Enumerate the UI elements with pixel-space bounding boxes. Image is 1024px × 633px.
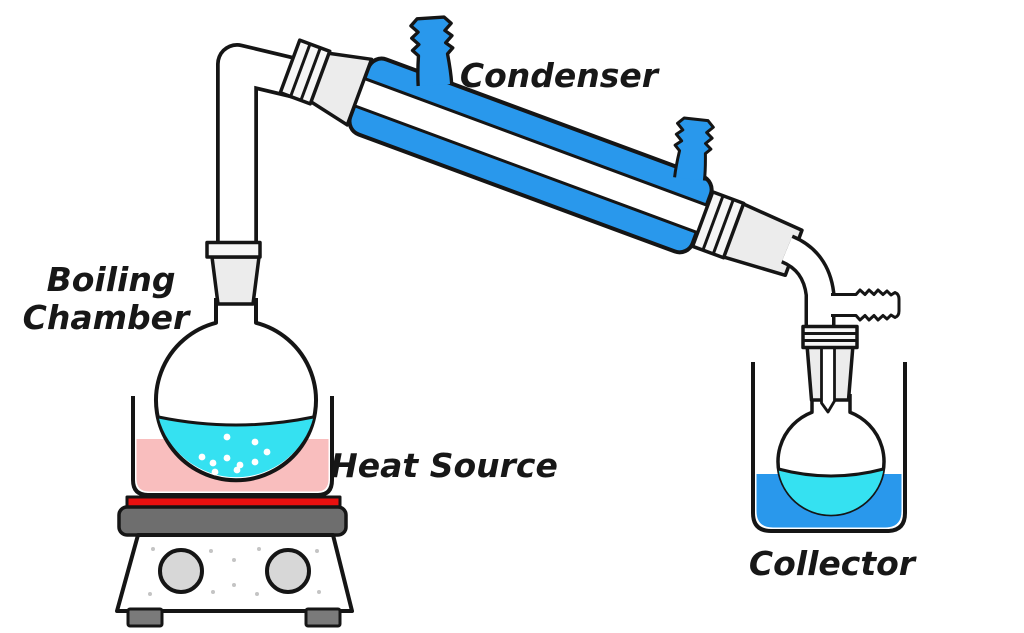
bath-outline: [131, 396, 334, 497]
boiling-flask-joint: [205, 240, 262, 306]
labels: Condenser Boiling Chamber Heat Source Co…: [23, 56, 917, 583]
collector-liquid-surface: [778, 467, 884, 478]
boiling-liquid-surface: [158, 415, 314, 427]
hot-plate-foot-right: [304, 607, 342, 628]
joint-cone: [210, 255, 261, 306]
hot-plate-knob-right[interactable]: [265, 548, 311, 594]
vacuum-adapter: [780, 234, 901, 414]
condenser: [278, 14, 804, 278]
collector-flask-liquid: [778, 469, 884, 515]
adapter-joint-ring: [801, 324, 859, 350]
water-outlet-barb: [408, 14, 457, 88]
hot-plate-body: [115, 533, 354, 613]
condenser-left-joint: [278, 38, 332, 106]
adapter-glass: [781, 237, 832, 333]
adapter-hose-barb: [831, 288, 901, 322]
hot-plate-speckles: [148, 547, 321, 596]
hot-plate-foot-left: [126, 607, 164, 628]
hot-plate-platform: [117, 505, 348, 537]
hot-plate-knob-left[interactable]: [158, 548, 204, 594]
collector-label: Collector: [749, 544, 917, 583]
collector-beaker-outline: [751, 362, 907, 533]
water-inlet-barb: [670, 115, 716, 183]
heat-source-label: Heat Source: [330, 446, 558, 485]
bubbles: [198, 433, 271, 476]
hot-plate: [115, 495, 354, 628]
condenser-label: Condenser: [460, 56, 660, 95]
condenser-right-joint: [690, 190, 746, 260]
boiling-flask: [154, 298, 318, 483]
adapter-drip-tube: [820, 340, 836, 414]
boiling-chamber-label-line2: Chamber: [23, 298, 191, 337]
boiling-chamber-label-line1: Boiling: [47, 260, 176, 299]
joint-flange: [205, 240, 262, 259]
boiling-liquid: [158, 417, 314, 478]
condenser-inner-tube: [335, 70, 736, 244]
collector: [751, 362, 907, 533]
